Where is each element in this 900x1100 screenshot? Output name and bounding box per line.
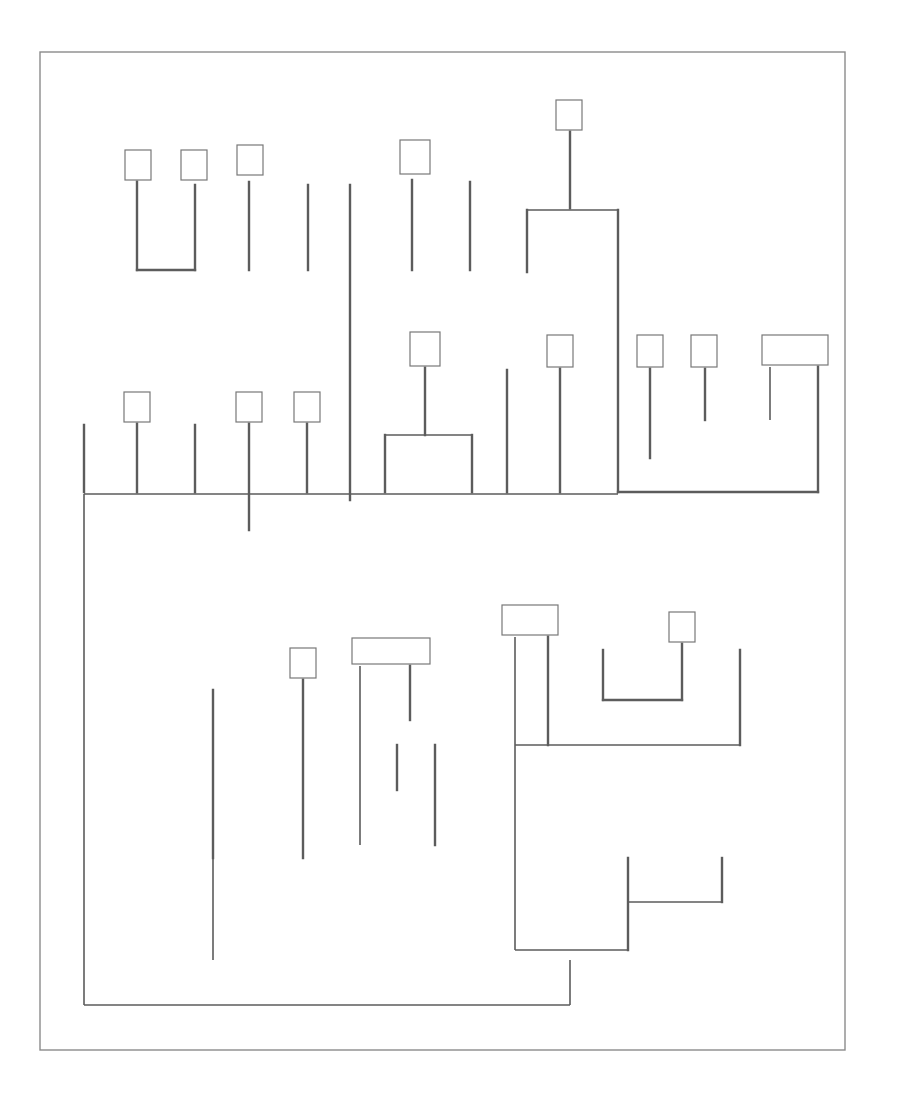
lower-section-components: [211, 604, 742, 960]
component-box: [501, 604, 559, 636]
main-ground-bus: [83, 493, 618, 1006]
component-box: [409, 331, 441, 367]
connector-box: [124, 149, 152, 181]
connector-box: [555, 99, 583, 131]
component-box: [293, 391, 321, 423]
top-row-components: [124, 99, 620, 502]
diagram-frame: [39, 51, 846, 1051]
component-box: [399, 139, 431, 175]
component-box: [289, 647, 317, 679]
component-box: [351, 637, 431, 665]
component-box: [690, 334, 718, 368]
component-box: [546, 334, 574, 368]
component-box: [236, 144, 264, 176]
component-box: [235, 391, 263, 423]
component-box: [668, 611, 696, 643]
component-box: [761, 334, 829, 366]
component-box: [636, 334, 664, 368]
connector-box: [180, 149, 208, 181]
component-box: [123, 391, 151, 423]
middle-row-components: [82, 331, 829, 532]
